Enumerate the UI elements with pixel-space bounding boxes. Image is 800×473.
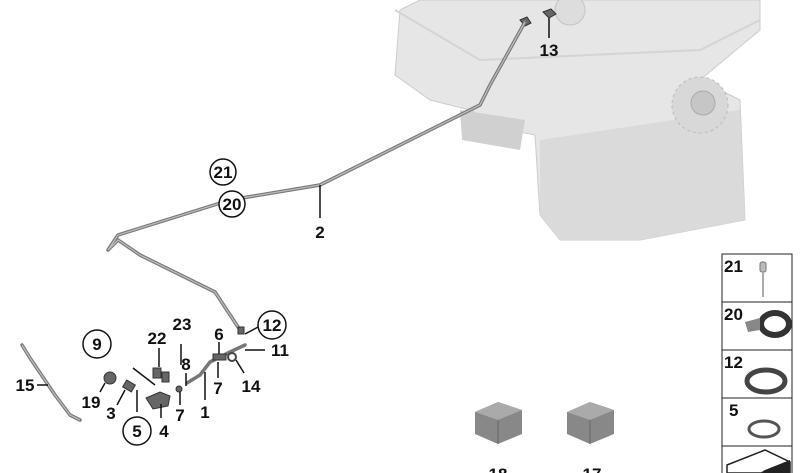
- callout-12: 12: [263, 316, 282, 335]
- hose-clamp-icon: [745, 310, 792, 338]
- callout-14: 14: [242, 377, 261, 396]
- callout-18: 18: [489, 465, 508, 473]
- callout-15: 15: [16, 376, 35, 395]
- callout-1: 1: [200, 403, 209, 422]
- callout-13: 13: [540, 41, 559, 60]
- legend-num-21: 21: [724, 257, 743, 276]
- parts-legend: 21 20 12 5: [721, 253, 793, 473]
- fuel-tank: [394, 0, 761, 241]
- callout-11: 11: [271, 341, 289, 360]
- legend-num-12: 12: [724, 353, 743, 372]
- callout-17: 17: [583, 465, 602, 473]
- o-ring-icon: [747, 419, 781, 439]
- part-box-18: 18: [475, 402, 522, 473]
- callout-5: 5: [132, 422, 141, 441]
- callout-2: 2: [315, 223, 324, 242]
- callout-6: 6: [214, 325, 223, 344]
- callout-7-right: 7: [213, 379, 222, 398]
- legend-num-5: 5: [729, 401, 738, 420]
- callout-4: 4: [159, 422, 169, 441]
- callout-9: 9: [92, 335, 101, 354]
- callout-7-left: 7: [175, 406, 184, 425]
- rivet-icon: [759, 261, 767, 297]
- callout-21: 21: [214, 163, 233, 182]
- callout-19: 19: [82, 393, 101, 412]
- callout-3: 3: [106, 404, 115, 423]
- legend-num-20: 20: [724, 305, 743, 324]
- small-parts: [103, 326, 245, 410]
- part-box-17: 17: [567, 402, 614, 473]
- callout-20: 20: [223, 195, 242, 214]
- seal-ring-icon: [744, 367, 788, 395]
- callout-23: 23: [173, 315, 192, 334]
- callout-8: 8: [181, 355, 190, 374]
- callout-22: 22: [148, 329, 167, 348]
